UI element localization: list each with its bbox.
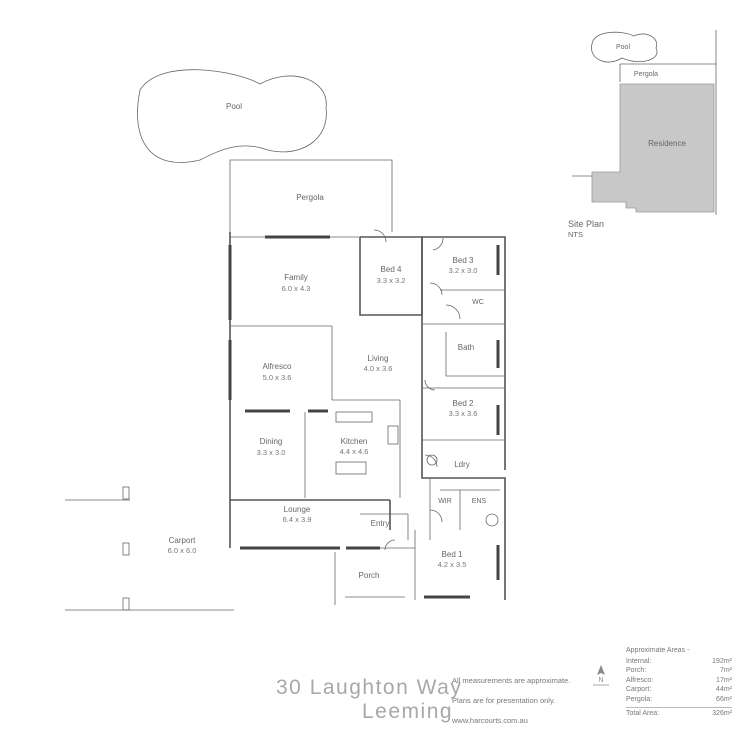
carport-dims: 6.0 x 6.0 <box>168 546 197 555</box>
entry-label: Entry <box>371 519 390 528</box>
bed2-dims: 3.3 x 3.6 <box>449 409 478 418</box>
site-residence-label: Residence <box>648 139 686 148</box>
lounge-dims: 6.4 x 3.9 <box>283 515 312 524</box>
site-pergola-label: Pergola <box>634 71 658 78</box>
compass-logo-icon: N <box>593 665 609 686</box>
dining-dims: 3.3 x 3.0 <box>257 448 286 457</box>
areas-total: Total Area:326m² <box>626 707 732 720</box>
lounge-label: Lounge <box>284 505 311 514</box>
bed3-dims: 3.2 x 3.0 <box>449 266 478 275</box>
alfresco-label: Alfresco <box>263 362 292 371</box>
svg-text:N: N <box>598 677 603 684</box>
areas-row: Pergola:66m² <box>626 695 732 703</box>
family-label: Family <box>284 273 308 282</box>
bed2-label: Bed 2 <box>453 399 474 408</box>
house-walls <box>65 159 506 611</box>
room-labels: Pergola Family 6.0 x 4.3 Bed 4 3.3 x 3.2… <box>168 193 487 580</box>
site-residence-shape <box>591 83 715 213</box>
dining-label: Dining <box>260 437 283 446</box>
disclaimer-note: All measurements are approximate. <box>452 676 571 685</box>
address-line1: 30 Laughton Way <box>276 676 463 699</box>
address-line2: Leeming <box>362 700 454 723</box>
ldry-label: Ldry <box>454 460 470 469</box>
family-dims: 6.0 x 4.3 <box>282 284 311 293</box>
carport-label: Carport <box>169 536 196 545</box>
kitchen-dims: 4.4 x 4.6 <box>340 447 369 456</box>
site-pool-label: Pool <box>616 44 630 51</box>
kitchen-label: Kitchen <box>341 437 368 446</box>
pergola-label: Pergola <box>296 193 324 202</box>
alfresco-dims: 5.0 x 3.6 <box>263 373 292 382</box>
bed1-dims: 4.2 x 3.5 <box>438 560 467 569</box>
bath-label: Bath <box>458 343 474 352</box>
living-dims: 4.0 x 3.6 <box>364 364 393 373</box>
areas-table: Approximate Areas - Internal:192m² Porch… <box>626 647 732 720</box>
areas-row: Internal:192m² <box>626 657 732 665</box>
wc-label: WC <box>472 299 484 306</box>
ens-label: ENS <box>472 498 487 505</box>
areas-heading: Approximate Areas - <box>626 647 690 654</box>
pool-label: Pool <box>226 102 242 111</box>
presentation-note: Plans are for presentation only. <box>452 696 556 705</box>
bed3-label: Bed 3 <box>453 256 474 265</box>
bed4-dims: 3.3 x 3.2 <box>377 276 406 285</box>
bed4-label: Bed 4 <box>381 265 402 274</box>
areas-row: Carport:44m² <box>626 686 732 693</box>
areas-row: Alfresco:17m² <box>626 676 732 684</box>
website-note: www.harcourts.com.au <box>452 716 528 725</box>
site-plan: Pool Pergola Residence Site Plan NTS <box>568 30 717 239</box>
bed1-label: Bed 1 <box>442 550 463 559</box>
site-plan-scale: NTS <box>568 230 583 239</box>
porch-label: Porch <box>359 571 380 580</box>
areas-row: Porch:7m² <box>626 667 732 674</box>
site-plan-title: Site Plan <box>568 219 604 229</box>
site-pool-shape <box>591 31 658 63</box>
pool-shape <box>137 69 327 163</box>
living-label: Living <box>368 354 389 363</box>
wir-label: WIR <box>438 498 452 505</box>
